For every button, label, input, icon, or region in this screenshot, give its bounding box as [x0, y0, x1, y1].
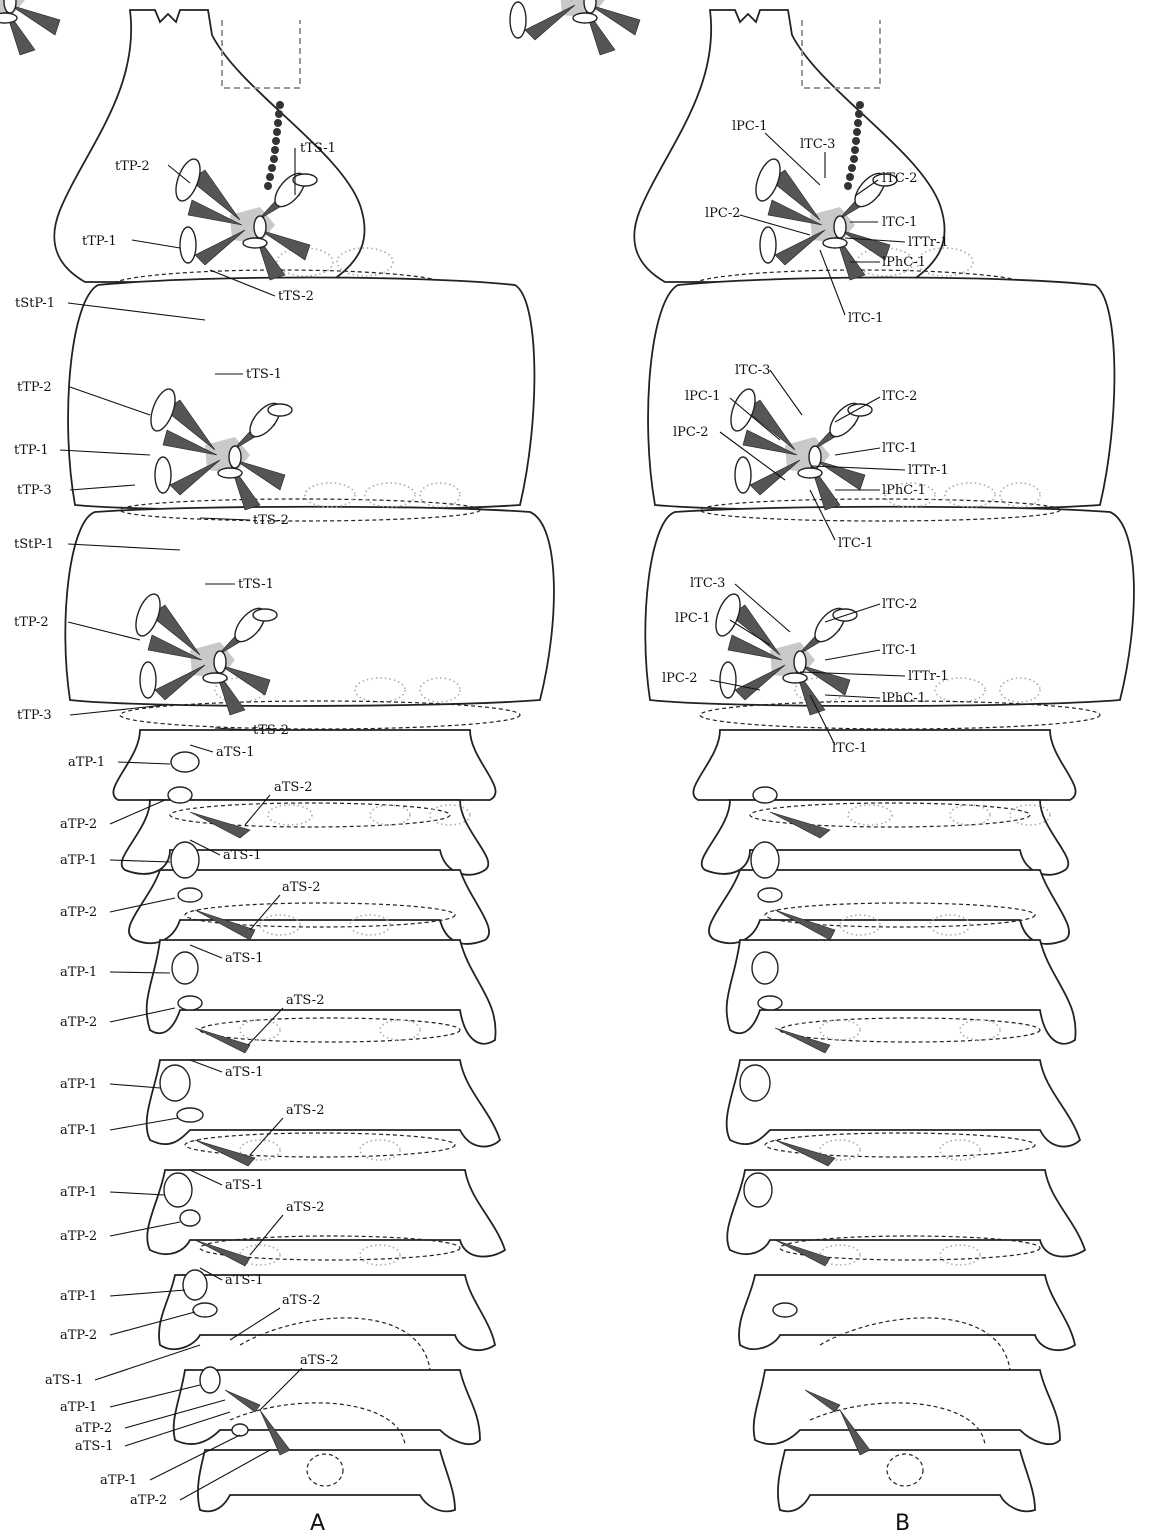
label: aTS-1 — [45, 1373, 83, 1388]
label: aTS-2 — [286, 993, 324, 1008]
label: aTP-2 — [60, 817, 97, 832]
label: tTS-1 — [246, 367, 282, 382]
panel-b-title: B — [895, 1511, 910, 1536]
label: aTP-2 — [60, 1328, 97, 1343]
label: lTC-1 — [838, 536, 873, 551]
label: lTC-3 — [690, 576, 725, 591]
label: tTS-2 — [253, 513, 289, 528]
label: aTS-2 — [274, 780, 312, 795]
label: lPC-2 — [705, 206, 741, 221]
label: aTS-1 — [225, 951, 263, 966]
label: aTP-1 — [60, 1077, 97, 1092]
label: aTP-1 — [68, 755, 105, 770]
label: tTP-1 — [82, 234, 117, 249]
label: aTS-2 — [286, 1103, 324, 1118]
label: aTP-1 — [100, 1473, 137, 1488]
label: aTS-1 — [75, 1439, 113, 1454]
label: aTS-1 — [216, 745, 254, 760]
label: tTP-2 — [115, 159, 150, 174]
label: aTP-2 — [60, 1015, 97, 1030]
label: aTP-1 — [60, 853, 97, 868]
label: tTS-1 — [238, 577, 274, 592]
label: lTC-1 — [832, 741, 867, 756]
label: tTP-3 — [17, 708, 52, 723]
label: aTP-2 — [75, 1421, 112, 1436]
label: aTS-1 — [225, 1178, 263, 1193]
label: tStP-1 — [15, 296, 55, 311]
label: aTP-2 — [60, 1229, 97, 1244]
label: lTC-1 — [848, 311, 883, 326]
label: lPC-2 — [673, 425, 709, 440]
label: tTP-2 — [14, 615, 49, 630]
label: lPhC-1 — [882, 691, 926, 706]
panel-a-body: tTS-1 tTP-2 tTP-1 tTS-2 tStP-1 tTS-1 tTP… — [0, 0, 554, 1536]
panel-b-body: lPC-1 lTC-3 lTC-2 lPC-2 lTC-1 lTTr-1 lPh… — [501, 0, 1134, 1536]
label: tTP-1 — [14, 443, 49, 458]
label: aTP-1 — [60, 1400, 97, 1415]
label: lTC-1 — [882, 441, 917, 456]
label: lTTr-1 — [908, 463, 949, 478]
label: tTS-2 — [278, 289, 314, 304]
label: aTP-2 — [130, 1493, 167, 1508]
label: aTS-2 — [282, 1293, 320, 1308]
label: tTP-2 — [17, 380, 52, 395]
label: aTP-1 — [60, 1185, 97, 1200]
label: lTC-2 — [882, 171, 917, 186]
label: aTS-2 — [300, 1353, 338, 1368]
label: lPC-2 — [662, 671, 698, 686]
label: aTS-2 — [282, 880, 320, 895]
label: tTP-3 — [17, 483, 52, 498]
label: aTP-1 — [60, 1123, 97, 1138]
label: aTP-1 — [60, 1289, 97, 1304]
label: lPC-1 — [685, 389, 721, 404]
label: lTC-1 — [882, 643, 917, 658]
label: aTP-1 — [60, 965, 97, 980]
label: lTC-2 — [882, 597, 917, 612]
label: lTC-1 — [882, 215, 917, 230]
label: lPhC-1 — [882, 255, 926, 270]
label: lTC-2 — [882, 389, 917, 404]
label: lTTr-1 — [908, 235, 949, 250]
label: lTTr-1 — [908, 669, 949, 684]
label: aTP-2 — [60, 905, 97, 920]
label: lPC-1 — [675, 611, 711, 626]
label: aTS-2 — [286, 1200, 324, 1215]
label: lPhC-1 — [882, 483, 926, 498]
panel-a-title: A — [310, 1511, 325, 1536]
label: tTS-1 — [300, 141, 336, 156]
label: lTC-3 — [800, 137, 835, 152]
label: aTS-1 — [223, 848, 261, 863]
label: tStP-1 — [14, 537, 54, 552]
label: lPC-1 — [732, 119, 768, 134]
label: lTC-3 — [735, 363, 770, 378]
label: aTS-1 — [225, 1065, 263, 1080]
label: tTS-2 — [253, 723, 289, 738]
label: aTS-1 — [225, 1273, 263, 1288]
